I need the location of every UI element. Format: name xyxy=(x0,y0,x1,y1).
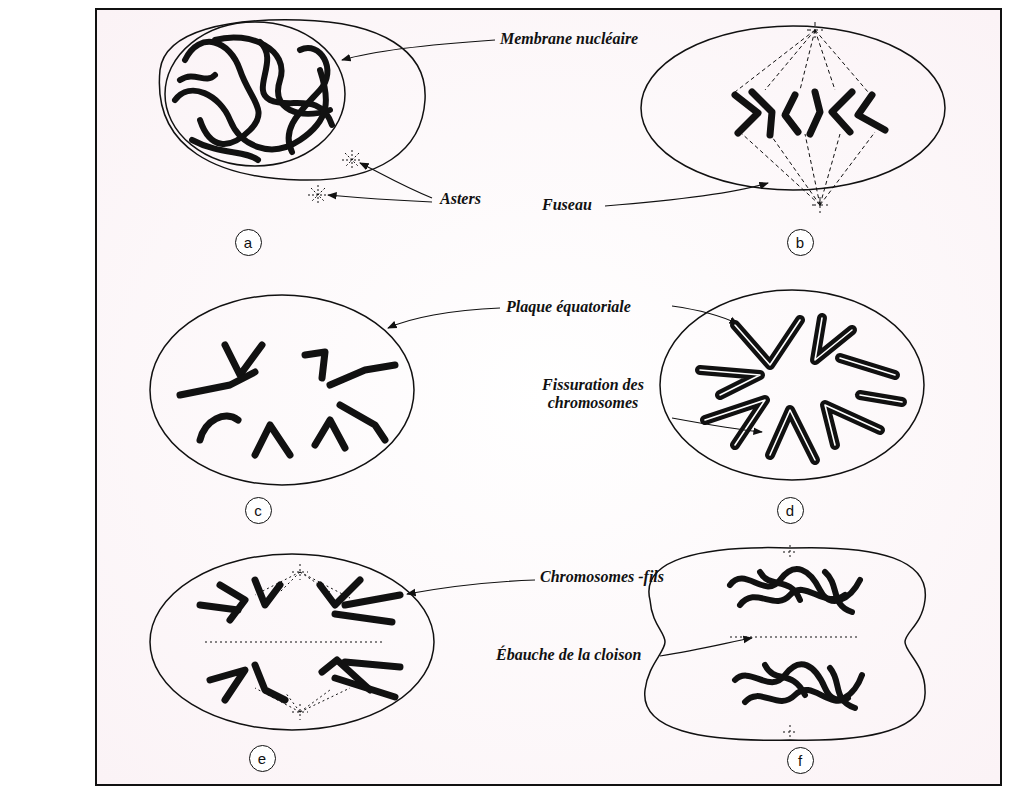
structure-label: Plaque équatoriale xyxy=(506,298,631,316)
structure-label: Membrane nucléaire xyxy=(500,30,638,48)
leader-line-b xyxy=(605,183,768,206)
structure-label: Fuseau xyxy=(542,196,592,214)
cell-c xyxy=(150,295,414,485)
panel-letter-circle: b xyxy=(787,229,814,256)
structure-label: Chromosomes -fils xyxy=(540,568,664,586)
cell-d xyxy=(660,290,924,480)
panel-letter: b xyxy=(796,235,804,250)
panel-letter-circle: c xyxy=(245,497,272,524)
panel-letter: a xyxy=(244,235,252,250)
structure-label: Fissuration des chromosomes xyxy=(522,376,664,413)
panel-letter-circle: a xyxy=(235,229,262,256)
cell-e xyxy=(150,554,434,730)
panel-letter: d xyxy=(786,503,794,518)
structure-label: Asters xyxy=(440,190,481,208)
leader-line-e xyxy=(407,580,535,594)
panel-letter: f xyxy=(798,753,802,768)
structure-label: Ébauche de la cloison xyxy=(496,646,641,664)
cell-f xyxy=(645,545,926,740)
leader-lines-cd xyxy=(388,306,762,432)
panel-letter: c xyxy=(254,503,262,518)
cell-b xyxy=(641,22,945,213)
panel-letter-circle: f xyxy=(787,747,814,774)
leader-lines-a xyxy=(328,40,495,202)
panel-letter-circle: e xyxy=(249,745,276,772)
panel-letter: e xyxy=(258,751,266,766)
leader-line-f xyxy=(660,638,752,656)
cell-a xyxy=(159,20,425,205)
panel-letter-circle: d xyxy=(777,497,804,524)
